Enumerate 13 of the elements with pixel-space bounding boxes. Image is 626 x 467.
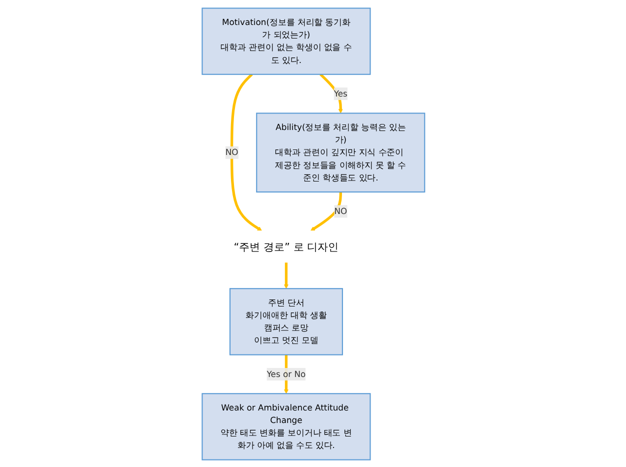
node-box: Weak or Ambivalence Attitude Change 약한 태도 변화를 보이거나 태도 변화가 아예 없을 수도 있다.	[201, 392, 370, 460]
node-text: “주변 경로” 로 디자인	[233, 240, 338, 252]
node-box: 주변 단서 화기애애한 대학 생활 캠퍼스 로망 이쁘고 멋진 모델	[229, 288, 343, 355]
arrow	[310, 191, 342, 231]
arrow	[283, 262, 288, 288]
edge-label: NO	[334, 206, 347, 216]
arrow	[319, 72, 343, 113]
edge-label: Yes or No	[266, 368, 306, 378]
node-box: Ability(정보를 처리할 능력은 있는가) 대학과 관련이 깊지만 지식 수준이 제공한 정보들을 이해하지 못 할 수준인 학생들도 있다.	[256, 112, 425, 192]
edge-label: Yes	[333, 88, 347, 98]
node-box: Motivation(정보를 처리할 동기화가 되었는가) 대학과 관련이 없는 학생이 없을 수도 있다.	[201, 7, 370, 74]
arrow	[230, 72, 262, 231]
edge-label: NO	[224, 146, 238, 157]
